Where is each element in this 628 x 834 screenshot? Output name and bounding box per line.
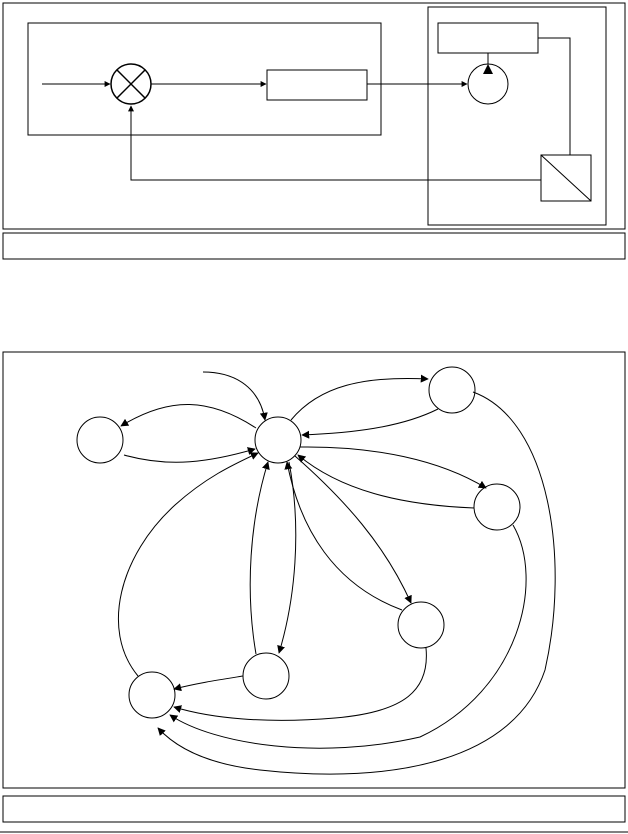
transition-center-to-right [299, 446, 487, 489]
control-loop-diagram [2, 2, 626, 230]
transition-lower-right-to-bottom-left [173, 647, 427, 721]
transition-bottom-middle-to-center [249, 461, 270, 655]
transition-right-to-center [297, 454, 475, 509]
transition-top-right-to-center [301, 408, 439, 439]
state-node-top-right [428, 366, 476, 414]
figure1-caption-bar [2, 232, 626, 260]
feedback-arrow [128, 105, 541, 181]
figure1-frame [2, 2, 626, 230]
controller-block [266, 69, 368, 101]
transition-bottom-left-to-center [117, 452, 259, 677]
summing-junction [110, 63, 152, 105]
transition-lower-right-to-center [284, 461, 403, 611]
plant-box [427, 6, 607, 226]
transition-bottom-middle-to-bottom-left [173, 675, 244, 692]
transition-top-right-to-bottom-left [157, 391, 556, 775]
initial-transition [202, 371, 268, 421]
transition-right-to-bottom-left [169, 524, 527, 749]
state-node-bottom-left [128, 671, 176, 719]
state-node-center [254, 416, 302, 464]
state-node-left [76, 416, 124, 464]
transition-left-to-center [123, 447, 256, 463]
controller-box [27, 22, 382, 136]
state-transition-diagram [2, 351, 626, 789]
sensor-diagonal [540, 154, 592, 202]
transition-center-to-left [120, 404, 257, 429]
transition-center-to-lower-right [294, 455, 412, 604]
state-node-lower-right [397, 601, 445, 649]
transition-center-to-bottom-middle [277, 461, 297, 654]
actuator-pointer [483, 64, 493, 74]
figure2-caption-bar [2, 795, 626, 823]
transition-center-to-top-right [290, 374, 429, 421]
process-output-line [538, 37, 571, 155]
figure2-frame [2, 351, 626, 789]
state-node-right [473, 483, 521, 531]
process-block [437, 22, 539, 54]
state-node-bottom-middle [242, 652, 290, 700]
